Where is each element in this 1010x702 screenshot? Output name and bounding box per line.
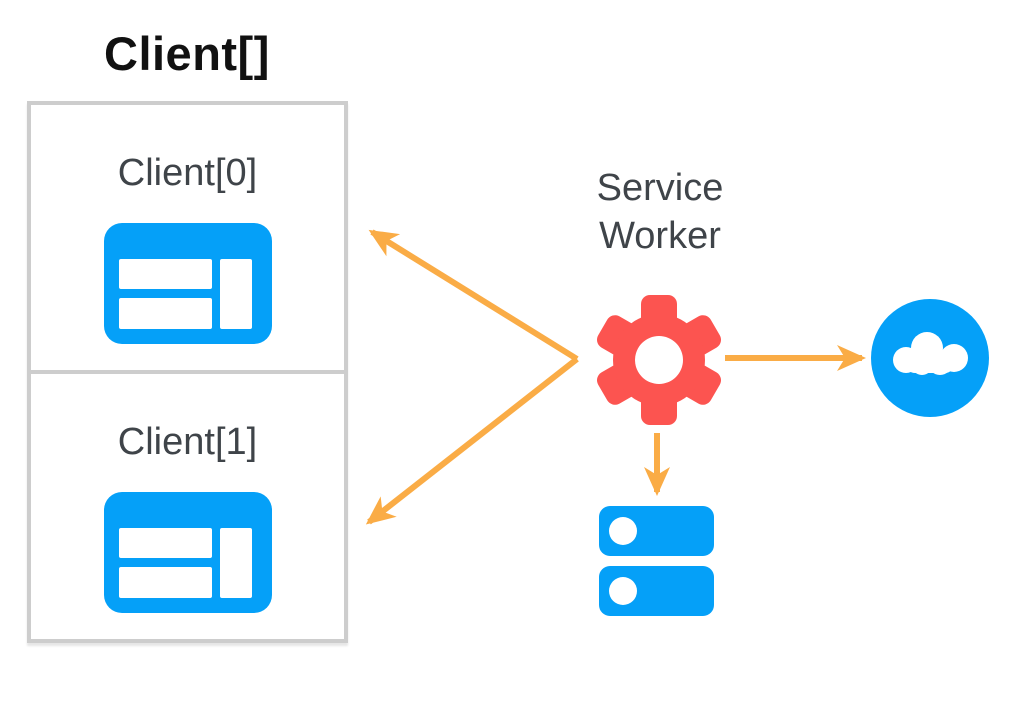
browser-window-icon (103, 492, 272, 613)
service-worker-label-line2: Worker (599, 215, 721, 257)
diagram-title: Client[] (104, 27, 270, 80)
client-0-cell: Client[0] (31, 105, 344, 370)
client-cells-divider (31, 370, 344, 374)
gear-icon (597, 295, 721, 425)
service-worker-label-line1: Service (596, 167, 724, 209)
browser-window-icon (103, 223, 272, 344)
arrow-sw-to-client0 (368, 229, 579, 362)
client-array-box: Client[0] Client[1] (27, 101, 348, 643)
database-icon (599, 506, 714, 616)
client-1-label: Client[1] (117, 421, 258, 463)
client-0-label: Client[0] (117, 152, 258, 194)
client-1-cell: Client[1] (31, 374, 344, 639)
cloud-icon (871, 299, 989, 417)
service-worker-label: Service Worker (560, 164, 760, 260)
arrow-sw-to-client1 (365, 356, 579, 525)
